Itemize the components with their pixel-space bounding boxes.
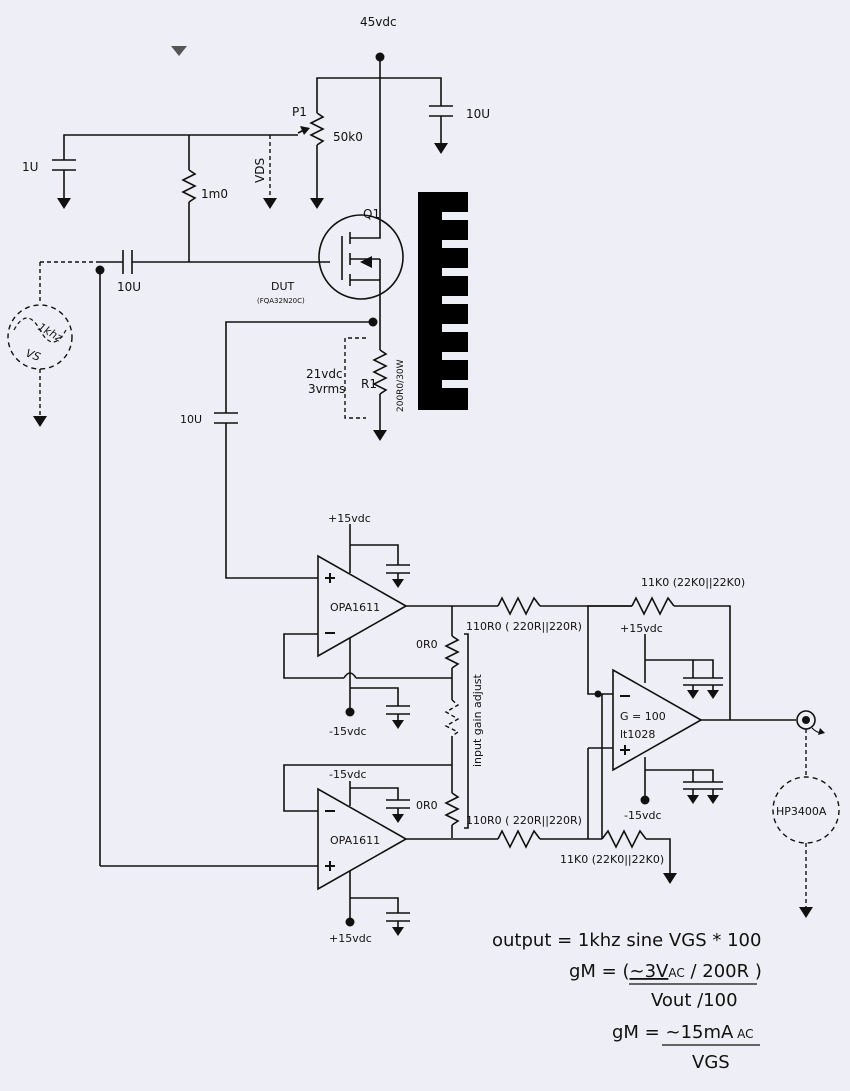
signal-source-vs [7, 262, 73, 427]
resistor-11k-bottom-label: 11K0 (22K0||22K0) [560, 853, 664, 866]
gate-bias-wire [63, 134, 298, 160]
opamp-top-vneg: -15vdc [329, 725, 367, 738]
heatsink-icon [418, 192, 468, 410]
bias-dc-label: 21vdc [306, 367, 343, 381]
supply-45v-node [316, 52, 442, 222]
output-jack-icon[interactable] [796, 710, 825, 735]
equation-gm-1: gM = (~3VAC / 200R ) [569, 961, 762, 982]
resistor-11k-bottom [601, 829, 677, 884]
resistor-r1-value: 200R0/30W [396, 359, 406, 412]
resistor-110r-bottom [497, 829, 602, 849]
resistor-1m0 [181, 135, 197, 262]
opamp-lt1028-gain: G = 100 [620, 710, 666, 723]
resistor-1m0-label: 1m0 [201, 187, 228, 201]
resistor-0r0-bot-label: 0R0 [416, 799, 438, 812]
opamp-lt1028-vneg: -15vdc [624, 809, 662, 822]
mosfet-q1-label: Q1 [363, 207, 380, 221]
resistor-0r0-top-label: 0R0 [416, 638, 438, 651]
meter-label: HP3400A [776, 805, 827, 818]
opamp-lt1028 [587, 605, 796, 839]
resistor-110r-top-label: 110R0 ( 220R||220R) [466, 620, 582, 633]
resistor-11k-top-label: 11K0 (22K0||22K0) [641, 576, 745, 589]
equation-output: output = 1khz sine VGS * 100 [492, 930, 761, 951]
vds-label: VDS [253, 158, 267, 183]
gain-network [444, 606, 469, 838]
bias-measure-bracket [344, 337, 366, 419]
supply-45v-label: 45vdc [360, 15, 397, 29]
resistor-110r-bottom-label: 110R0 ( 220R||220R) [466, 814, 582, 827]
capacitor-1u [52, 159, 76, 209]
capacitor-10u-supply-label: 10U [466, 107, 490, 121]
dut-label: DUT [271, 280, 295, 293]
potentiometer-p1-name: P1 [292, 105, 307, 119]
opamp-top-name: OPA1611 [330, 601, 380, 614]
dropdown-triangle-icon[interactable] [171, 46, 187, 56]
equation-vgs: VGS [692, 1052, 730, 1073]
source-name-label: VS [24, 347, 42, 364]
mosfet-q1 [318, 214, 404, 322]
source-node [225, 317, 388, 441]
capacitor-1u-label: 1U [22, 160, 38, 174]
opamp-bottom [283, 764, 498, 936]
potentiometer-p1-value: 50k0 [333, 130, 363, 144]
equation-gm-2: gM = ~15mA AC [612, 1022, 754, 1043]
opamp-lt1028-name: lt1028 [620, 728, 655, 741]
equations-block: output = 1khz sine VGS * 100 gM = (~3VAC… [492, 930, 762, 1073]
opamp-bottom-name: OPA1611 [330, 834, 380, 847]
potentiometer-p1 [297, 112, 325, 209]
capacitor-10u-coupling-label: 10U [180, 413, 202, 426]
vds-probe [263, 135, 277, 209]
opamp-top-vpos: +15vdc [328, 512, 371, 525]
gain-adjust-label: input gain adjust [471, 673, 484, 767]
opamp-bottom-vpos: +15vdc [329, 932, 372, 945]
opamp-bottom-vneg: -15vdc [329, 768, 367, 781]
capacitor-10u-supply [429, 105, 453, 154]
gate-wire [40, 250, 330, 867]
resistor-11k-feedback [631, 596, 731, 720]
opamp-lt1028-vpos: +15vdc [620, 622, 663, 635]
resistor-r1-name: R1 [361, 377, 377, 391]
capacitor-10u-coupling [214, 412, 318, 579]
meter-hp3400a [772, 729, 840, 918]
equation-vout: Vout /100 [651, 990, 738, 1011]
capacitor-10u-input-label: 10U [117, 280, 141, 294]
dut-part-label: (FQA32N20C) [257, 297, 305, 305]
bias-ac-label: 3vrms [308, 382, 345, 396]
